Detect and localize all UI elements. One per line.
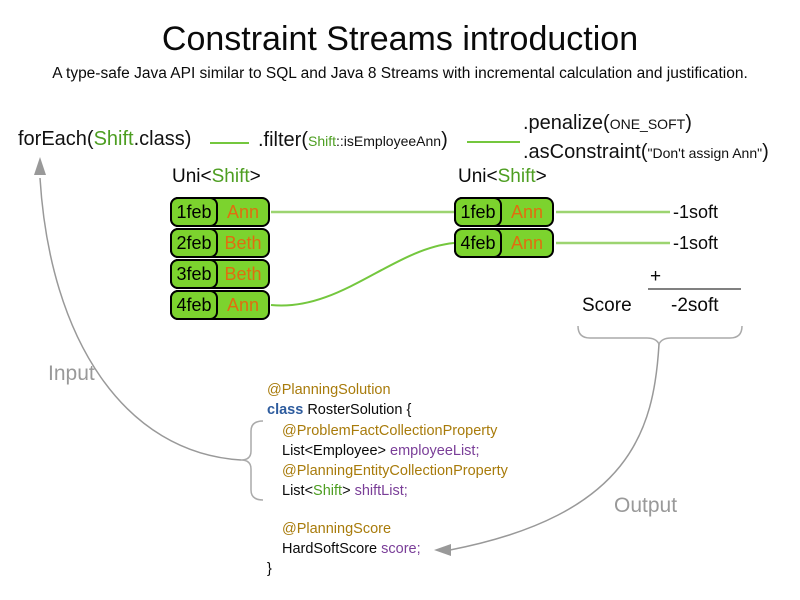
employee-cell: Ann <box>510 232 544 253</box>
penalize-arg: ONE_SOFT <box>609 116 686 132</box>
shift-row: Beth 2feb <box>170 228 270 258</box>
annotation-solution: @PlanningSolution <box>267 382 391 398</box>
code-line-employee-list: List<Employee> employeeList; <box>267 441 508 461</box>
date-cell: 1feb <box>170 197 218 227</box>
shift-row: Beth 3feb <box>170 259 270 289</box>
score-var: score; <box>381 541 421 558</box>
score-label: Score <box>582 295 632 316</box>
shift-row: Ann 1feb <box>170 197 270 227</box>
score-total: -2soft <box>671 295 719 316</box>
input-label: Input <box>48 362 95 385</box>
annotation-score: @PlanningScore <box>282 520 392 537</box>
employee-cell: Ann <box>226 294 260 315</box>
output-arrowhead-icon <box>434 544 451 556</box>
label-post: > <box>249 166 261 187</box>
filter-fn: .filter( <box>258 129 308 151</box>
employee-cell: Ann <box>226 201 260 222</box>
code-line-annotation-problem-fact: @ProblemFactCollectionProperty <box>267 421 508 441</box>
code-line-score-field: HardSoftScore score; <box>267 539 508 559</box>
left-stream-label: Uni<Shift> <box>172 166 261 188</box>
foreach-type: Shift <box>93 128 134 150</box>
connector-left-row4-to-right-row2 <box>270 242 455 307</box>
employee-cell: Ann <box>510 201 544 222</box>
code-line-closing-brace: } <box>267 559 508 579</box>
label-pre: Uni< <box>172 166 212 187</box>
code-line-annotation-solution: @PlanningSolution <box>267 380 508 400</box>
asconstraint-arg: "Don't assign Ann" <box>647 145 763 161</box>
closing-brace: } <box>267 561 272 578</box>
filter-method: ::isEmployeeAnn <box>336 133 442 149</box>
roster-solution-code: @PlanningSolution class RosterSolution {… <box>267 380 508 580</box>
filter-close: ) <box>441 129 448 151</box>
shift-row: Ann 4feb <box>170 290 270 320</box>
class-keyword: class <box>267 402 304 419</box>
right-stream-table: Ann 1feb Ann 4feb <box>454 197 554 259</box>
shift-list-var: shiftList; <box>354 483 408 500</box>
label-type: Shift <box>211 166 250 187</box>
input-arrowhead-icon <box>34 157 46 175</box>
shift-list-mid: > <box>342 483 355 500</box>
label-type: Shift <box>497 166 536 187</box>
employee-list-type: List<Employee> <box>282 442 391 459</box>
date-cell: 4feb <box>170 290 218 320</box>
penalty-row2: -1soft <box>673 233 719 253</box>
left-stream-table: Ann 1feb Beth 2feb Beth 3feb Ann 4feb <box>170 197 270 321</box>
employee-list-var: employeeList; <box>390 442 480 459</box>
code-line-annotation-planning-entity: @PlanningEntityCollectionProperty <box>267 461 508 481</box>
class-name: RosterSolution { <box>303 402 412 419</box>
penalize-fn: .penalize( <box>523 112 610 134</box>
foreach-close: .class) <box>133 128 192 150</box>
date-cell: 4feb <box>454 228 502 258</box>
code-line-class-decl: class RosterSolution { <box>267 400 508 420</box>
date-cell: 2feb <box>170 228 218 258</box>
foreach-expression: forEach(Shift.class) <box>18 128 191 151</box>
solution-brace <box>240 420 264 501</box>
output-label: Output <box>614 494 678 517</box>
plus-sign: + <box>650 266 662 287</box>
code-blank-line <box>267 502 508 519</box>
right-stream-label: Uni<Shift> <box>458 166 547 188</box>
shift-list-pre: List< <box>282 483 314 500</box>
foreach-fn: forEach( <box>18 128 94 150</box>
employee-cell: Beth <box>224 263 262 284</box>
filter-expression: .filter(Shift::isEmployeeAnn) <box>258 129 448 152</box>
penalize-line: .penalize(ONE_SOFT) <box>523 109 769 138</box>
input-arrow-curve <box>39 177 242 461</box>
code-line-annotation-score: @PlanningScore <box>267 519 508 539</box>
date-cell: 1feb <box>454 197 502 227</box>
penalize-close: ) <box>685 112 692 134</box>
asconstraint-fn: .asConstraint( <box>523 141 648 163</box>
employee-cell: Beth <box>224 232 262 253</box>
page-subtitle: A type-safe Java API similar to SQL and … <box>52 65 748 82</box>
label-post: > <box>535 166 547 187</box>
annotation-problem-fact: @ProblemFactCollectionProperty <box>282 422 498 439</box>
shift-row: Ann 1feb <box>454 197 554 227</box>
output-arrow-curve <box>449 343 660 551</box>
score-brace <box>577 325 743 346</box>
shift-list-type: Shift <box>313 483 343 500</box>
penalty-row1: -1soft <box>673 202 719 222</box>
asconstraint-close: ) <box>762 141 769 163</box>
label-pre: Uni< <box>458 166 498 187</box>
annotation-planning-entity: @PlanningEntityCollectionProperty <box>282 463 508 480</box>
score-type: HardSoftScore <box>282 541 382 558</box>
date-cell: 3feb <box>170 259 218 289</box>
asconstraint-line: .asConstraint("Don't assign Ann") <box>523 138 769 167</box>
penalize-expression: .penalize(ONE_SOFT) .asConstraint("Don't… <box>523 109 769 167</box>
code-line-shift-list: List<Shift> shiftList; <box>267 481 508 501</box>
shift-row: Ann 4feb <box>454 228 554 258</box>
page-title: Constraint Streams introduction <box>161 20 639 58</box>
filter-type: Shift <box>308 133 337 149</box>
